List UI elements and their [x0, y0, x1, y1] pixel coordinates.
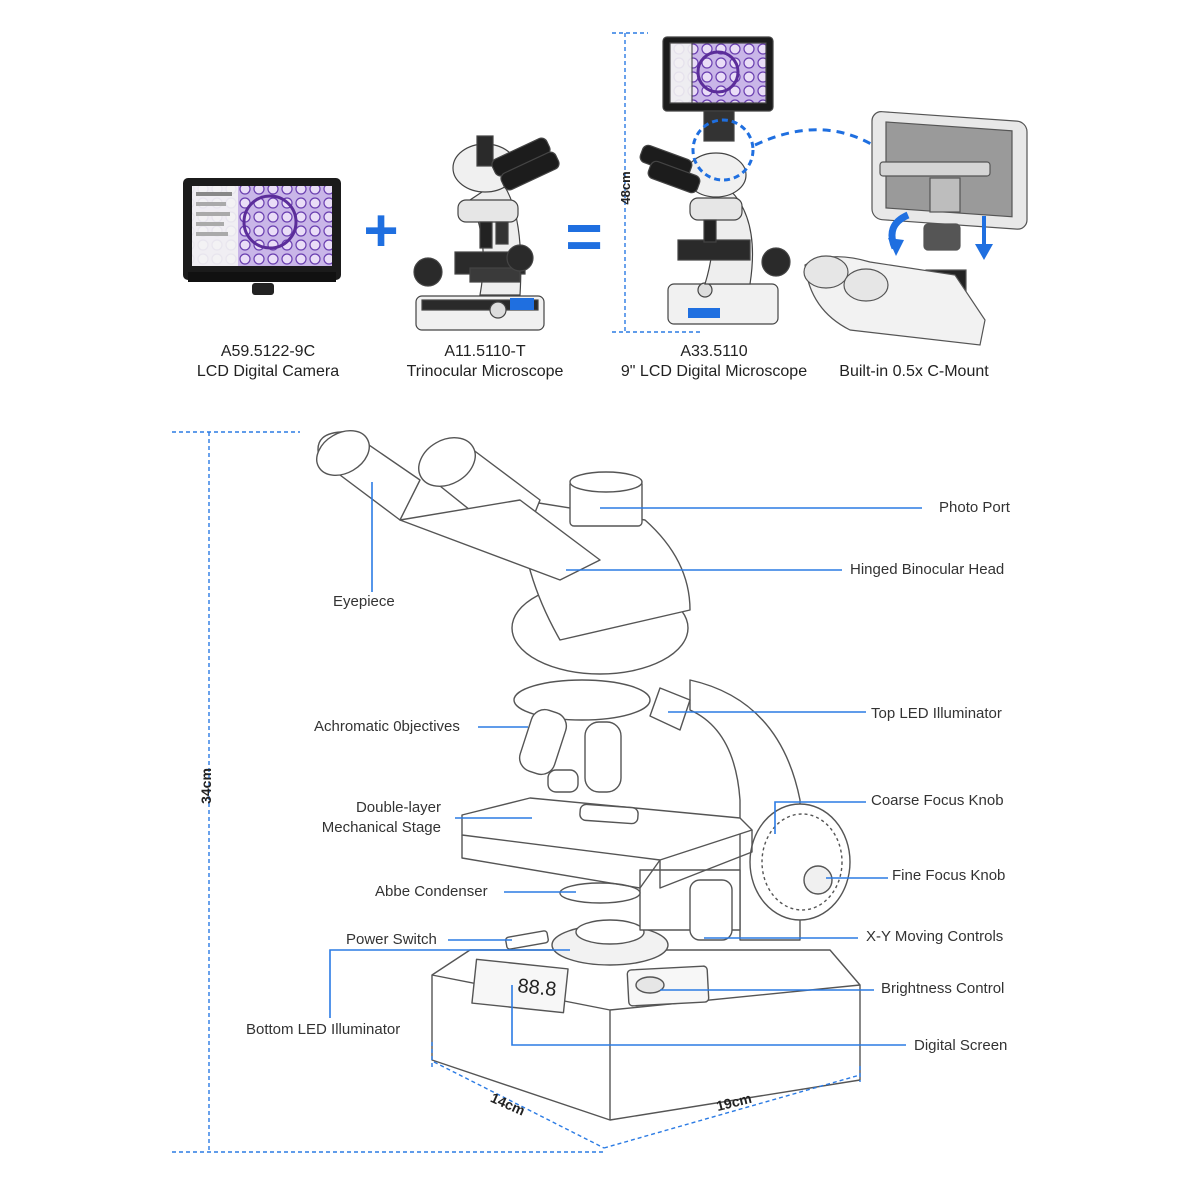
label-height-dimension: 34cm	[197, 768, 214, 804]
product-model: A59.5122-9C	[220, 343, 316, 360]
rotate-arrow-head-icon	[888, 238, 904, 256]
label-photo-port: Photo Port	[939, 499, 1010, 516]
product-row-art: + = 48cm	[183, 32, 1028, 346]
label-depth-dimension: 14cm	[488, 1089, 528, 1119]
label-power-switch: Power Switch	[346, 931, 437, 948]
equals-operator: =	[565, 200, 602, 272]
product-name: LCD Digital Camera	[196, 363, 340, 380]
down-arrow-head-icon	[975, 244, 993, 260]
label-eyepiece: Eyepiece	[333, 593, 395, 610]
label-top-led-illuminator: Top LED Illuminator	[871, 705, 1002, 722]
lcd-camera-image	[183, 178, 341, 295]
label-hinged-binocular-head: Hinged Binocular Head	[850, 561, 1005, 578]
c-mount-highlight-circle	[691, 118, 755, 182]
leader-bottom-led	[329, 949, 570, 1018]
label-fine-focus-knob: Fine Focus Knob	[892, 867, 1006, 884]
product-caption-camera: A59.5122-9C LCD Digital Camera	[170, 342, 366, 382]
lcd-digital-microscope-image	[639, 36, 791, 325]
product-model: A33.5110	[680, 343, 748, 360]
top-height-dimension	[612, 32, 700, 333]
label-abbe-condenser: Abbe Condenser	[375, 883, 488, 900]
digital-screen-shape	[471, 958, 569, 1014]
product-name: Built-in 0.5x C-Mount	[839, 363, 989, 380]
label-stage-line2: Mechanical Stage	[321, 819, 441, 836]
label-mechanical-stage: Double-layer Mechanical Stage	[311, 798, 441, 838]
product-model: A11.5110-T	[444, 343, 526, 360]
trinocular-microscope-image	[413, 135, 560, 331]
label-brightness-control: Brightness Control	[881, 980, 1005, 997]
label-stage-line1: Double-layer	[355, 799, 441, 816]
stage-shape	[461, 797, 753, 861]
product-caption-trinocular: A11.5110-T Trinocular Microscope	[392, 342, 578, 382]
screen-readout: 88.8	[516, 975, 557, 1001]
label-coarse-focus-knob: Coarse Focus Knob	[871, 792, 1004, 809]
product-caption-lcd-microscope: A33.5110 9" LCD Digital Microscope	[610, 342, 818, 382]
leader-lines	[329, 482, 922, 1046]
leader-coarse-focus	[774, 801, 866, 834]
c-mount-image	[803, 111, 1028, 346]
product-caption-c-mount: Built-in 0.5x C-Mount	[826, 362, 1002, 382]
top-height-label: 48cm	[618, 171, 633, 204]
product-name: 9" LCD Digital Microscope	[620, 363, 808, 380]
plus-operator: +	[363, 197, 398, 264]
label-xy-moving-controls: X-Y Moving Controls	[866, 928, 1004, 945]
leader-digital-screen	[511, 985, 906, 1046]
label-digital-screen: Digital Screen	[914, 1037, 1008, 1054]
label-achromatic-objectives: Achromatic 0bjectives	[314, 718, 460, 735]
product-name: Trinocular Microscope	[406, 363, 564, 380]
label-width-dimension: 19cm	[714, 1089, 754, 1115]
dimension-lines	[172, 431, 861, 1153]
base-top	[431, 974, 861, 1011]
label-bottom-led-illuminator: Bottom LED Illuminator	[246, 1021, 401, 1038]
